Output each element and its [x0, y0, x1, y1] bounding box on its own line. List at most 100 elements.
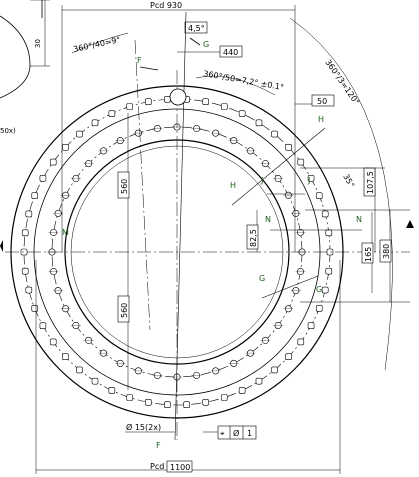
outer-bolt-hole	[297, 338, 305, 346]
angle360-40-text: 360°/40=9°	[73, 35, 122, 54]
outer-bolt-hole	[164, 96, 171, 103]
dim560-bottom-text: 560	[120, 303, 129, 318]
section-F-top: F	[137, 56, 142, 65]
outer-bolt-hole	[39, 174, 47, 182]
dim560-top-box	[117, 171, 130, 199]
section-G-right: G	[316, 285, 322, 294]
dim50-box	[311, 94, 335, 107]
outer-bolt-hole	[21, 267, 29, 275]
arrow-F-top	[139, 66, 159, 71]
angle45-box	[184, 21, 208, 34]
outer-bolt-hole	[315, 305, 323, 312]
section-J-left: J	[260, 176, 263, 185]
section-H-right: H	[318, 115, 324, 124]
outer-bolt-hole	[49, 338, 57, 346]
section-J-right: J	[307, 176, 310, 185]
pcd930-text: Pcd 930	[150, 1, 182, 10]
section-H-left: H	[230, 181, 236, 190]
arrow-left-edge	[0, 240, 3, 252]
outer-bolt-hole	[238, 110, 246, 117]
outer-bolt-hole	[307, 322, 315, 330]
hole15-text: Ø 15(2x)	[126, 422, 161, 432]
tolerance-position-symbol: ⌖	[220, 429, 225, 438]
dim165-box	[361, 242, 374, 264]
outer-bolt-hole	[183, 401, 190, 408]
dim165-text: 165	[364, 247, 373, 262]
angle45-text: 4,5°	[188, 24, 205, 33]
outer-bolt-hole	[202, 98, 209, 106]
section-G-bottom: G	[259, 274, 265, 283]
left-cropped-arc	[0, 15, 31, 99]
outer-bolt-hole	[164, 401, 171, 408]
dim50-text: 50	[317, 97, 327, 106]
outer-bolt-hole	[271, 130, 278, 138]
angle35-text: 35°	[341, 173, 356, 190]
arrow-right-edge	[406, 220, 414, 228]
dim440-text: 440	[223, 48, 238, 57]
outer-bolt-hole	[145, 98, 152, 106]
outer-bolt-hole	[126, 103, 134, 110]
dim560-bottom-box	[117, 295, 130, 323]
outer-bolt-hole	[91, 119, 99, 127]
section-N-right: N	[356, 215, 362, 224]
outer-bolt-hole	[285, 353, 292, 361]
outer-bolt-hole	[321, 286, 329, 294]
outer-bolt-hole	[126, 394, 134, 401]
angle120-arc	[289, 17, 393, 371]
outer-bolt-hole	[271, 366, 278, 374]
outer-bolt-hole	[76, 366, 83, 374]
outer-bolt-hole	[108, 110, 116, 117]
tilted-centerline	[134, 39, 151, 331]
angle9-arc	[71, 32, 129, 54]
outer-bolt-hole	[31, 192, 39, 199]
inner-holes	[47, 123, 307, 381]
arrow-G-top	[189, 37, 201, 46]
outer-bolt-hole	[21, 229, 29, 237]
angle72-arc	[195, 75, 276, 96]
section-line-F	[174, 11, 187, 441]
outer-bolt-hole	[325, 229, 333, 237]
pcd1100-box	[166, 460, 193, 473]
angle360-50-text: 360°/50=7,2° ±0.1°	[203, 69, 285, 92]
outer-bolt-hole	[91, 377, 99, 385]
outer-bolt-hole	[238, 387, 246, 394]
outer-bolt-hole	[321, 210, 329, 218]
outer-bolt-hole	[255, 377, 263, 385]
dim560-top-text: 560	[120, 179, 129, 194]
outer-bolt-hole	[255, 119, 263, 127]
dim380-text: 380	[382, 244, 391, 259]
outer-bolt-hole	[62, 353, 69, 361]
outer-bolt-hole	[25, 210, 33, 218]
section-F-bottom: F	[156, 441, 161, 450]
dim825-box	[246, 224, 259, 250]
dim50x-text: 50x)	[0, 127, 16, 135]
outer-bolt-hole	[31, 305, 39, 312]
outer-bolt-hole	[220, 103, 228, 110]
outer-bolt-hole	[297, 158, 305, 166]
angle360-3-text: 360°/3=120°	[323, 58, 361, 107]
dim30-text: 30	[34, 39, 42, 48]
tolerance-frame	[217, 425, 257, 440]
section-N-left: N	[265, 215, 271, 224]
outer-bolt-hole	[25, 286, 33, 294]
outer-bolt-hole	[315, 192, 323, 199]
outer-bolt-hole	[325, 267, 333, 275]
dim825-text: 82,5	[249, 229, 258, 247]
section-G-top: G	[203, 40, 209, 49]
top-filling-plug	[169, 88, 187, 106]
outer-bolt-hole	[76, 130, 83, 138]
section-line-G	[261, 275, 319, 299]
outer-bolt-hole	[62, 143, 69, 151]
tolerance-dia-symbol: Ø	[233, 428, 239, 438]
outer-bolt-hole	[145, 398, 152, 406]
outer-bolt-hole	[307, 174, 315, 182]
dim440-box	[219, 45, 243, 58]
section-M: M	[62, 228, 69, 237]
pcd1100-label: Pcd	[150, 462, 164, 471]
outer-bolt-hole	[49, 158, 57, 166]
outer-bolt-hole	[202, 398, 209, 406]
outer-bolt-hole	[220, 394, 228, 401]
pcd1100-value: 1100	[170, 463, 190, 472]
